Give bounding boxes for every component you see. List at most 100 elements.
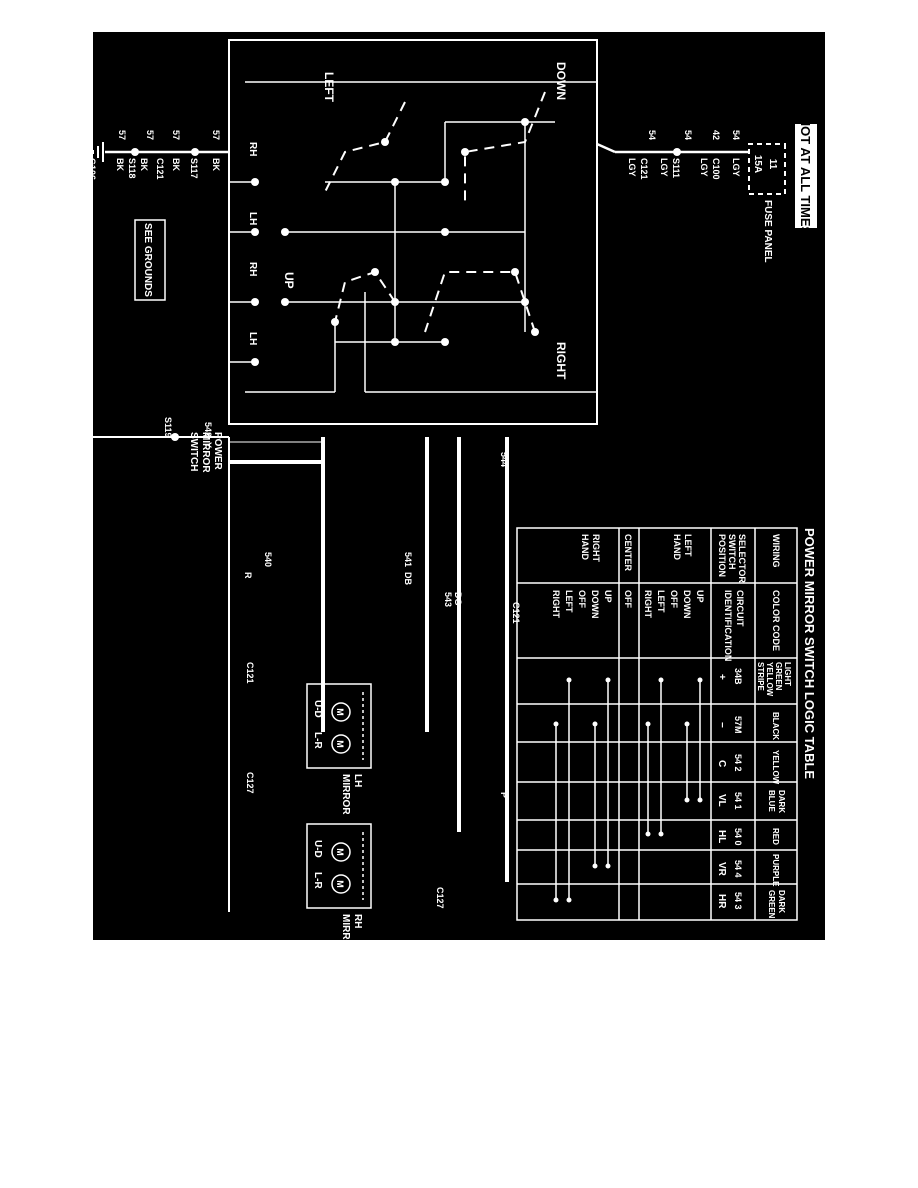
ground-point: S117 (189, 158, 199, 179)
connector-c121: C121 (245, 662, 255, 684)
column-circuit: 57M (733, 716, 743, 734)
column-color: DARK (777, 890, 786, 913)
column-symbol: HL (716, 830, 727, 843)
row-label: DOWN (682, 590, 692, 619)
group-label: LEFT (683, 534, 693, 557)
output-wire-color: Y (203, 442, 213, 448)
connector-c121: C121 (511, 602, 521, 624)
output-wire-circuit: 544 (499, 452, 509, 467)
row-label: OFF (577, 590, 587, 608)
column-circuit: 34B (733, 668, 743, 685)
output-wire-circuit: 540 (263, 552, 273, 567)
rh-mirror-lr: L-R (312, 872, 323, 889)
supply-point-c100: C100 (711, 158, 721, 180)
column-color: GREEN (774, 662, 783, 691)
ground-block: 57 BK S117 57 BK C121 57 BK S118 57 BK G… (87, 130, 229, 301)
fuse-panel-label: FUSE PANEL (762, 200, 773, 263)
supply-wire-circuit: 54 (683, 130, 693, 140)
rh-mirror-name: MIRROR (340, 914, 351, 955)
column-color: YELLOW (771, 750, 780, 785)
row-label: RIGHT (551, 590, 561, 619)
header-selector: SWITCH (727, 534, 737, 570)
column-symbol: VR (716, 862, 727, 877)
supply-wire-circuit: 54 (731, 130, 741, 140)
output-wire-circuit: 543 (443, 592, 453, 607)
row-groups: LEFT HAND UP DOWN OFF LEFT RIGHT CENTER … (551, 528, 705, 920)
column-symbol: C (716, 760, 727, 767)
supply-wire-color: LGY (699, 158, 709, 177)
supply-wire-color: LGY (627, 158, 637, 177)
group-label: HAND (580, 534, 590, 560)
lh-mirror: M M U-D L-R LH MIRROR (306, 683, 372, 815)
column-circuit: 54 3 (733, 892, 743, 910)
fuse-rating: 15A (752, 155, 763, 173)
supply-wire-color: LGY (731, 158, 741, 177)
lh-mirror-lr: L-R (312, 732, 323, 749)
column-symbol: + (716, 674, 727, 680)
output-wiring: 542 Y S119 540 R 541 DB 543 DG 544 P C12… (0, 417, 521, 912)
output-wire-circuit: 542 (203, 422, 213, 437)
header-circuit: IDENTIFICATION (723, 590, 733, 661)
output-wire-color: R (243, 572, 253, 579)
lh-mirror-name: MIRROR (340, 774, 351, 815)
supply-wire-color: LGY (659, 158, 669, 177)
switch-right-label: RIGHT (554, 342, 568, 380)
column-color: BLUE (767, 790, 776, 812)
rh-mirror-ud: U-D (312, 840, 323, 858)
column-color: YELLOW (765, 662, 774, 697)
column-color: BLACK (771, 712, 780, 740)
group-label: RIGHT (591, 534, 601, 563)
ground-point: S118 (127, 158, 137, 179)
fuse-number: 11 (767, 159, 778, 170)
supply-wire-circuit: 42 (711, 130, 721, 140)
ground-wire-color: BK (115, 158, 125, 171)
column-color: GREEN (767, 890, 776, 919)
header-circuit: CIRCUIT (735, 590, 745, 627)
hot-at-all-times-label: HOT AT ALL TIMES (798, 117, 813, 236)
logic-connections (553, 677, 703, 903)
group-label: HAND (672, 534, 682, 560)
supply-point-c121: C121 (639, 158, 649, 180)
supply-wire-circuit: 54 (647, 130, 657, 140)
row-label: LEFT (564, 590, 574, 613)
ground-wire-color: BK (171, 158, 181, 171)
connector-c127: C127 (245, 772, 255, 794)
column-circuit: 54 0 (733, 828, 743, 846)
switch-contacts (281, 118, 539, 346)
column-symbol: VL (716, 794, 727, 807)
column-color: DARK (777, 790, 786, 813)
rh-mirror-motor: M (335, 880, 345, 888)
switch-terminal-label: RH (247, 142, 258, 156)
row-label: RIGHT (643, 590, 653, 619)
ground-wire-circuit: 57 (145, 130, 155, 140)
column-circuit: 54 2 (733, 754, 743, 772)
output-wire-color: P (499, 792, 509, 798)
row-label: LEFT (656, 590, 666, 613)
column-headers: LIGHT GREEN YELLOW STRIPE 34B + BLACK 57… (716, 662, 792, 919)
row-label: OFF (623, 590, 633, 608)
lh-mirror-box (306, 683, 372, 769)
column-color: STRIPE (756, 662, 765, 692)
header-selector: SELECTOR (737, 534, 747, 583)
switch-title-line: POWER (212, 432, 223, 471)
column-symbol: − (716, 722, 727, 728)
lh-mirror-motor: M (335, 740, 345, 748)
column-color: PURPLE (771, 854, 780, 887)
output-wire-circuit: 541 (403, 552, 413, 567)
row-label: OFF (669, 590, 679, 608)
ground-wire-circuit: 57 (211, 130, 221, 140)
switch-title-line: SWITCH (188, 432, 199, 471)
fuse-panel-box (748, 143, 786, 195)
logic-table: POWER MIRROR SWITCH LOGIC TABLE WIRING C… (516, 527, 817, 921)
see-grounds-label: SEE GROUNDS (142, 223, 153, 297)
rh-mirror-box (306, 823, 372, 909)
column-color: LIGHT (783, 662, 792, 686)
rh-mirror-motor: M (335, 848, 345, 856)
column-color: RED (771, 828, 780, 845)
logic-table-title: POWER MIRROR SWITCH LOGIC TABLE (802, 528, 817, 779)
ground-wire-circuit: 57 (117, 130, 127, 140)
ground-wire-circuit: 57 (171, 130, 181, 140)
switch-terminal-label: LH (247, 212, 258, 225)
output-wire-color: DB (403, 572, 413, 585)
rh-mirror-name: RH (352, 914, 363, 928)
